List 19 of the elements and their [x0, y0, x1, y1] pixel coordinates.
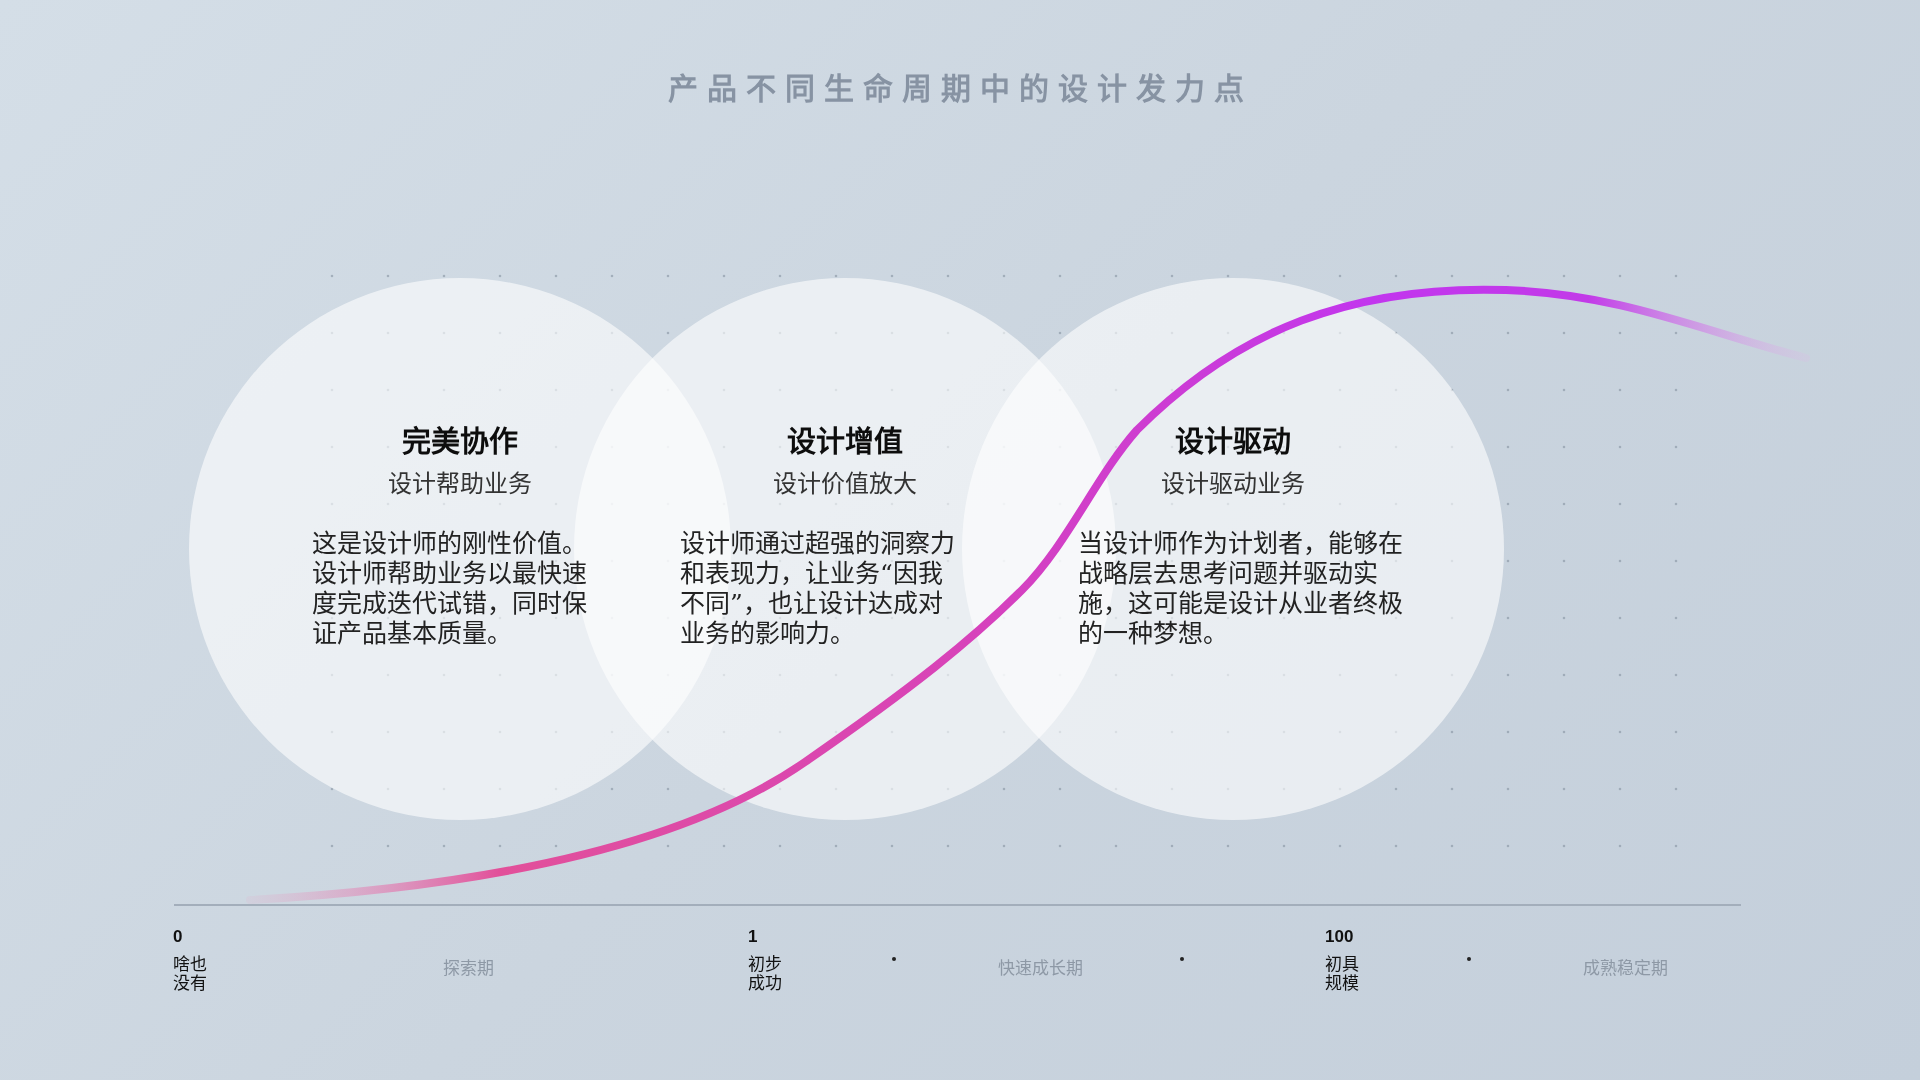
circle-body-text: 这是设计师的刚性价值。设计师帮助业务以最快速度完成迭代试错，同时保证产品基本质量。 — [312, 529, 588, 649]
phase-label: 成熟稳定期 — [1582, 958, 1668, 979]
tick-caption: 初具规模 — [1325, 955, 1360, 993]
circle-heading: 设计增值 — [787, 424, 903, 460]
circle-heading: 完美协作 — [402, 424, 518, 460]
tick-value: 0 — [173, 927, 183, 947]
circle-subheading: 设计驱动业务 — [1161, 469, 1305, 499]
circle-heading: 设计驱动 — [1175, 424, 1291, 460]
circle-body-text: 当设计师作为计划者，能够在战略层去思考问题并驱动实施，这可能是设计从业者终极的一种梦想。 — [1078, 529, 1404, 649]
tick-value: 1 — [748, 927, 758, 947]
tick-value: 100 — [1325, 927, 1354, 947]
phase-label: 探索期 — [442, 958, 494, 979]
phase-label: 快速成长期 — [997, 958, 1083, 979]
circle-subheading: 设计价值放大 — [773, 469, 917, 499]
circle-body-text: 设计师通过超强的洞察力和表现力，让业务“因我不同”，也让设计达成对业务的影响力。 — [680, 529, 956, 649]
circle-subheading: 设计帮助业务 — [388, 469, 532, 499]
title: 产品不同生命周期中的设计发力点 — [667, 70, 1253, 108]
tick-caption: 初步成功 — [748, 955, 783, 993]
tick-caption: 啥也没有 — [173, 955, 208, 993]
